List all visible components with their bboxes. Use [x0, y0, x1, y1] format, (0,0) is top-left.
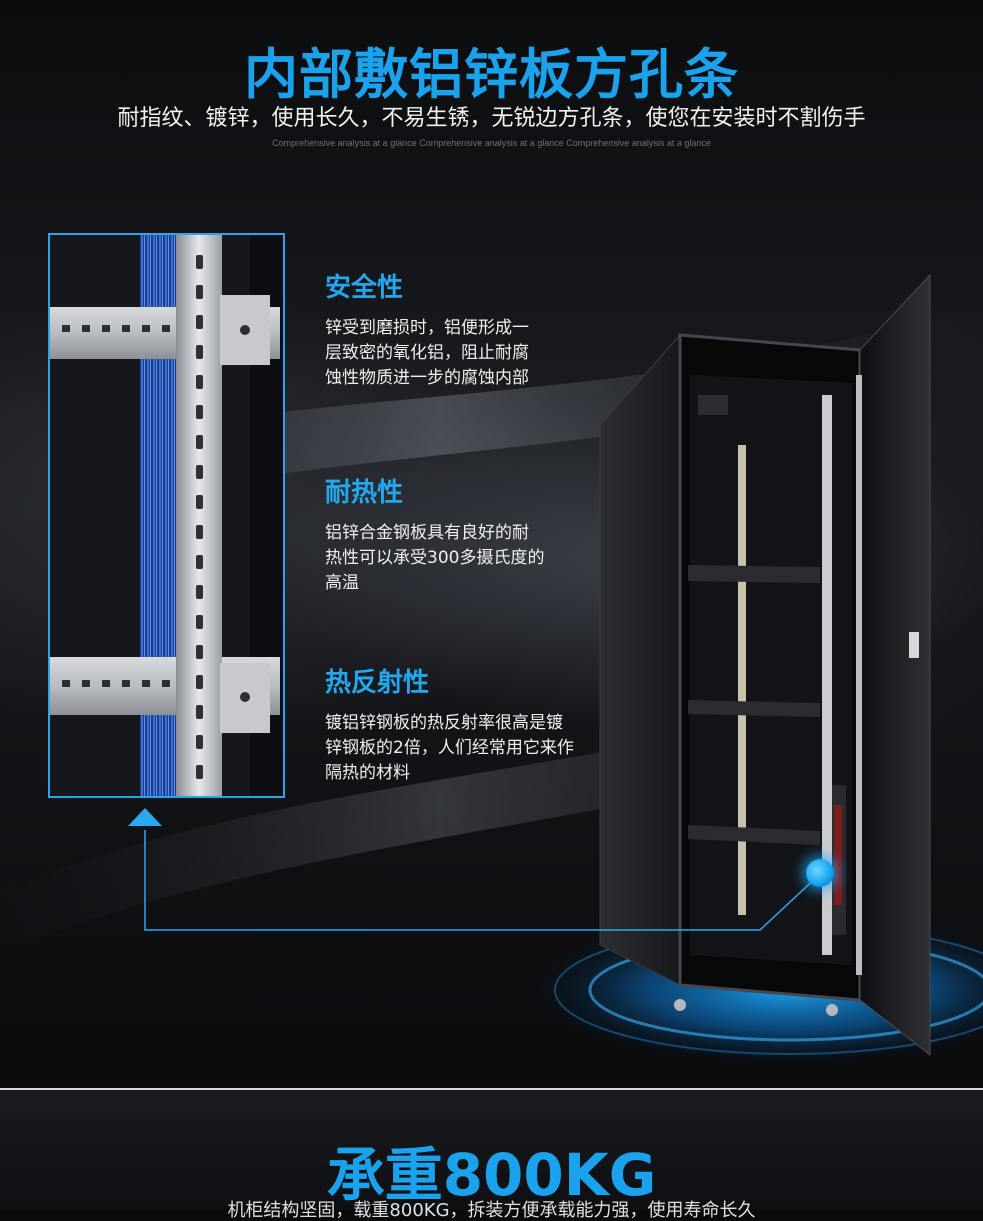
tagline-text: Comprehensive analysis at a glance Compr… — [272, 138, 711, 148]
feature-heat-resistance-title: 耐热性 — [325, 478, 404, 508]
feature-heat-reflection-text: 镀铝锌钢板的热反射率很高是镀锌钢板的2倍，人们经常用它来作隔热的材料 — [325, 713, 574, 783]
load-capacity-section: 承重800KG 机柜结构坚固，载重800KG，拆装方便承载能力强，使用寿命长久 — [0, 1090, 983, 1221]
callout-connector — [128, 808, 821, 931]
load-capacity-title: 承重800KG — [326, 1141, 657, 1209]
feature-heat-reflection: 热反射性 镀铝锌钢板的热反射率很高是镀锌钢板的2倍，人们经常用它来作隔热的材料 — [325, 662, 585, 786]
highlight-dot — [806, 859, 834, 887]
feature-heat-resistance: 耐热性 铝锌合金钢板具有良好的耐热性可以承受300多摄氏度的高温 — [325, 472, 585, 596]
rail-closeup-image — [50, 235, 283, 796]
rail-closeup-photo — [48, 233, 285, 798]
feature-safety-text: 锌受到磨损时，铝便形成一层致密的氧化铝，阻止耐腐蚀性物质进一步的腐蚀内部 — [325, 318, 529, 388]
section-divider — [0, 1088, 983, 1090]
feature-heat-reflection-title: 热反射性 — [325, 668, 430, 698]
feature-safety-title: 安全性 — [325, 273, 404, 303]
load-capacity-subtitle: 机柜结构坚固，载重800KG，拆装方便承载能力强，使用寿命长久 — [227, 1200, 756, 1221]
feature-heat-resistance-text: 铝锌合金钢板具有良好的耐热性可以承受300多摄氏度的高温 — [325, 523, 545, 593]
server-cabinet-image — [599, 273, 931, 1057]
feature-safety: 安全性 锌受到磨损时，铝便形成一层致密的氧化铝，阻止耐腐蚀性物质进一步的腐蚀内部 — [325, 267, 585, 391]
hero-section: 内部敷铝锌板方孔条 耐指纹、镀锌，使用长久，不易生锈，无锐边方孔条，使您在安装时… — [0, 0, 983, 1090]
page-subtitle: 耐指纹、镀锌，使用长久，不易生锈，无锐边方孔条，使您在安装时不割伤手 — [117, 106, 866, 131]
page-title: 内部敷铝锌板方孔条 — [244, 43, 739, 106]
